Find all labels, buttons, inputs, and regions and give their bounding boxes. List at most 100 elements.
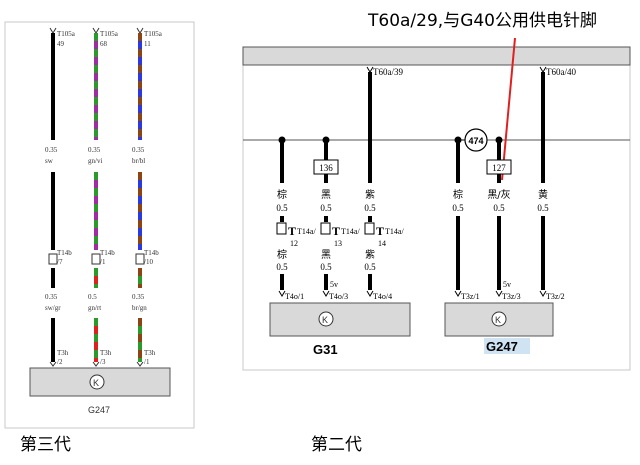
connector-pin-label: 14: [378, 239, 386, 248]
splice-box-label: 127: [492, 163, 506, 173]
top-pin-label: T105a: [100, 30, 119, 38]
wire-color-label: gn/vi: [88, 157, 102, 165]
wire-size-label: 0.35: [45, 146, 58, 154]
top-pin-number: 49: [57, 40, 65, 48]
connector-pin-label: 13: [334, 239, 342, 248]
g247-third-gen-label: G247: [88, 405, 110, 415]
bottom-pin-label: /2: [57, 358, 63, 366]
g31-label: G31: [313, 342, 338, 357]
pin-label: T3z/2: [546, 292, 565, 301]
bottom-connector-label: T3h: [144, 349, 156, 357]
connector-label: T14b: [100, 249, 115, 257]
pin-arrow-icon: [539, 290, 547, 297]
bottom-pin-label: /1: [144, 358, 150, 366]
connector-icon: [276, 222, 287, 235]
g31-component: [269, 302, 411, 337]
voltage-label: 5v: [330, 280, 338, 289]
wire-size-label: 0.5: [537, 203, 549, 213]
wire-color-label: 黑: [321, 189, 331, 201]
wire-size-label: 0.5: [452, 203, 464, 213]
wire-size-label: 0.5: [493, 203, 505, 213]
pin-arrow-icon: [278, 290, 286, 297]
top-pin-label: T60a/39: [373, 67, 403, 77]
bottom-pin-arrow-icon: [136, 361, 144, 367]
lower-wire-color-label: 紫: [365, 249, 375, 261]
top-pin-number: 68: [100, 40, 108, 48]
pin-sharing-annotation: T60a/29,与G40公用供电针脚: [368, 11, 598, 31]
bottom-pin-label: /3: [100, 358, 106, 366]
pin-arrow-icon: [495, 290, 503, 297]
pin-label: T4o/4: [373, 292, 392, 301]
bottom-pin-arrow-icon: [49, 361, 57, 367]
connector-pin-label: /10: [144, 258, 153, 266]
lower-wire-size-label: 0.35: [45, 293, 58, 301]
lower-wire-size-label: 0.5: [276, 262, 288, 272]
connector-label: T14a/: [341, 227, 360, 236]
lower-wire-color-label: sw/gr: [45, 304, 61, 312]
wire-color-label: 棕: [277, 188, 287, 201]
g247-highlight: [484, 338, 530, 354]
lower-wire-size-label: 0.5: [320, 262, 332, 272]
wire-size-label: 0.35: [88, 146, 101, 154]
wire-color-label: 黑/灰: [487, 188, 510, 201]
connector-label: T14a/: [385, 227, 404, 236]
pin-label: T4o/3: [329, 292, 348, 301]
wire-size-label: 0.35: [132, 146, 145, 154]
top-pin-label: T105a: [57, 30, 76, 38]
caption-third-generation: 第三代: [20, 435, 71, 455]
connector-icon: [320, 222, 331, 235]
wire-size-label: 0.5: [320, 203, 332, 213]
svg-text:K: K: [495, 315, 501, 325]
wire-color-label: sw: [45, 157, 54, 165]
connector-icon: [364, 222, 375, 235]
bottom-connector-label: T3h: [57, 349, 69, 357]
top-pin-label: T60a/40: [546, 67, 576, 77]
lower-wire-size-label: 0.35: [132, 293, 145, 301]
pin-arrow-icon: [454, 290, 462, 297]
splice-box-label: 136: [319, 163, 333, 173]
wire-color-label: 棕: [453, 188, 463, 201]
pin-arrow-icon: [366, 290, 374, 297]
lower-wire-color-label: 黑: [321, 249, 331, 261]
g247-second-gen-component: [444, 302, 554, 337]
connector-icon: [48, 253, 58, 265]
connector-t-glyph: T: [376, 224, 384, 238]
wire-size-label: 0.5: [364, 203, 376, 213]
connector-t-glyph: T: [332, 224, 340, 238]
second-gen-panel: K G31 K G247 474: [242, 46, 631, 371]
g247-sensor-icon: [491, 311, 507, 327]
lower-wire-color-label: br/gn: [132, 304, 147, 312]
svg-text:474: 474: [468, 136, 483, 146]
pin-label: T4o/1: [285, 292, 304, 301]
top-pin-number: 11: [144, 40, 151, 48]
connector-t-glyph: T: [288, 224, 296, 238]
g31-sensor-icon: [318, 311, 334, 327]
lower-wire-color-label: gn/rt: [88, 304, 101, 312]
sensor-symbol-icon: [89, 374, 105, 390]
pin-arrow-icon: [322, 290, 330, 297]
connector-pin-label: 12: [290, 239, 298, 248]
voltage-label: 5v: [503, 280, 511, 289]
connector-label: T14b: [57, 249, 72, 257]
wire-size-label: 0.5: [276, 203, 288, 213]
top-pin-label: T105a: [144, 30, 163, 38]
lower-wire-size-label: 0.5: [364, 262, 376, 272]
bottom-pin-arrow-icon: [92, 361, 100, 367]
g247-second-gen-label: G247: [486, 339, 518, 354]
svg-text:K: K: [322, 315, 328, 325]
connector-pin-label: /7: [57, 258, 63, 266]
caption-second-generation: 第二代: [311, 435, 362, 455]
connector-pin-label: /1: [100, 258, 106, 266]
ecu-header-bar: [242, 46, 631, 66]
wire-color-label: br/bl: [132, 157, 145, 165]
